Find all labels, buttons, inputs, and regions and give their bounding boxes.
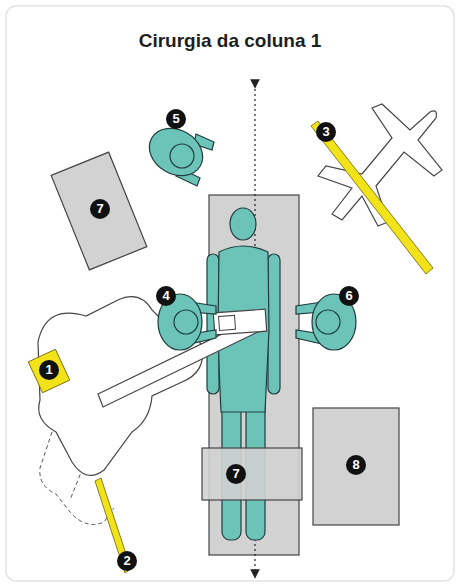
c-arm-detector (213, 309, 266, 335)
instrument-table (51, 152, 147, 270)
callout-number: 8 (346, 455, 366, 475)
frame (6, 6, 454, 581)
monitor (311, 121, 433, 274)
callout-number: 5 (166, 109, 186, 129)
instrument-table (202, 448, 302, 500)
operating-table (209, 195, 299, 555)
person (141, 119, 214, 186)
callout-number: 7 (90, 199, 110, 219)
callout-number: 7 (226, 464, 246, 484)
callout-number: 2 (117, 551, 137, 571)
callout-number: 3 (316, 122, 336, 142)
callout-number: 4 (156, 286, 176, 306)
diagram-title: Cirurgia da coluna 1 (0, 30, 460, 52)
c-arm-monitor (28, 349, 70, 392)
callout-number: 6 (339, 286, 359, 306)
callout-number: 1 (39, 360, 59, 380)
back-table (313, 408, 399, 525)
